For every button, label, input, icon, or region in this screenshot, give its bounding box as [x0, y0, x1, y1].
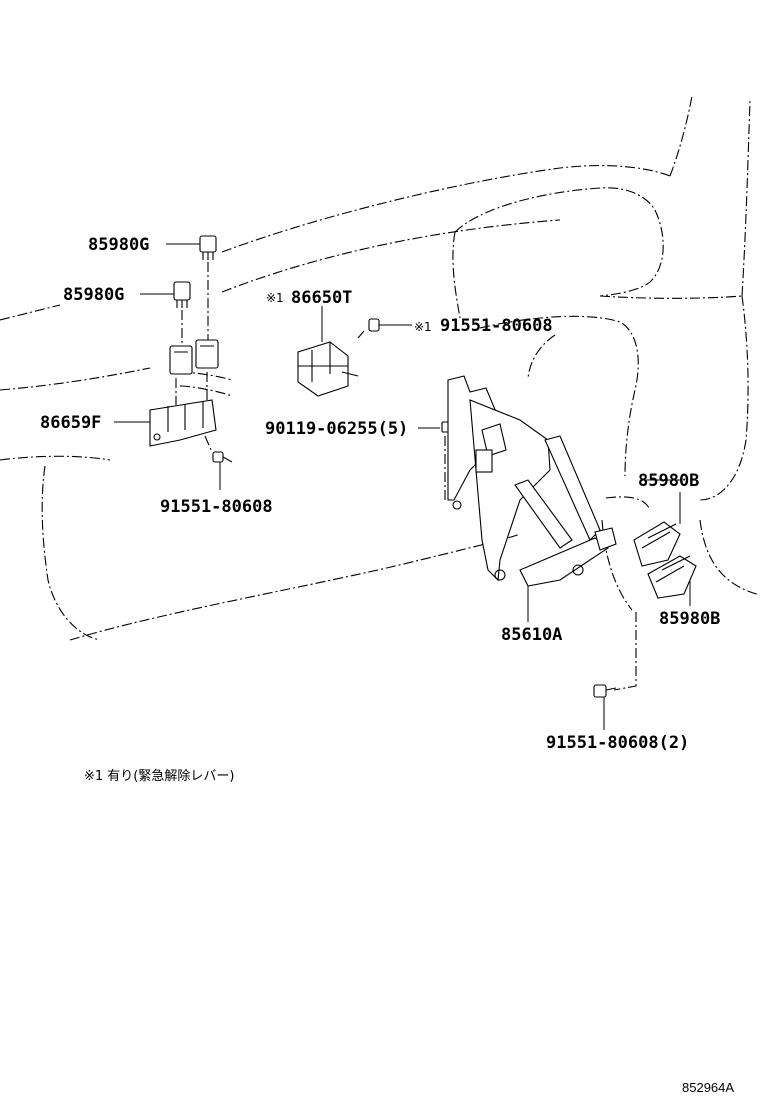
relay-85980B-lower — [647, 555, 697, 606]
label-86650T: 86650T — [291, 288, 352, 308]
label-85980B-upper: 85980B — [638, 471, 699, 491]
label-91551-80608-bottom: 91551-80608(2) — [546, 733, 689, 753]
label-91551-80608-left: 91551-80608 — [160, 497, 273, 517]
relay-85980B-upper — [633, 479, 681, 567]
body-outline — [0, 95, 760, 691]
footnote: ※1 有り(緊急解除レバー) — [84, 769, 234, 784]
label-85610A: 85610A — [501, 625, 562, 645]
clip-90119 — [418, 421, 451, 500]
relay-85980G-upper — [166, 235, 217, 340]
figure-number: 852964A — [682, 1080, 734, 1095]
label-85980G-upper: 85980G — [88, 235, 149, 255]
label-91551-80608-top: 91551-80608 — [440, 316, 553, 336]
label-85980G-lower: 85980G — [63, 285, 124, 305]
screw-top — [357, 318, 412, 339]
label-90119-06255: 90119-06255(5) — [265, 419, 408, 439]
label-85980B-lower: 85980B — [659, 609, 720, 629]
label-86659F: 86659F — [40, 413, 101, 433]
mark-release-lever: ※1 — [266, 291, 284, 305]
relay-85980G-lower — [140, 281, 191, 345]
release-unit-86650T — [297, 306, 359, 397]
screw-bottom — [593, 684, 617, 730]
screw-left — [204, 435, 233, 490]
relay-block-86659F — [114, 339, 219, 447]
mark-screw-top: ※1 — [414, 320, 432, 334]
bracket-85610A — [447, 375, 617, 622]
